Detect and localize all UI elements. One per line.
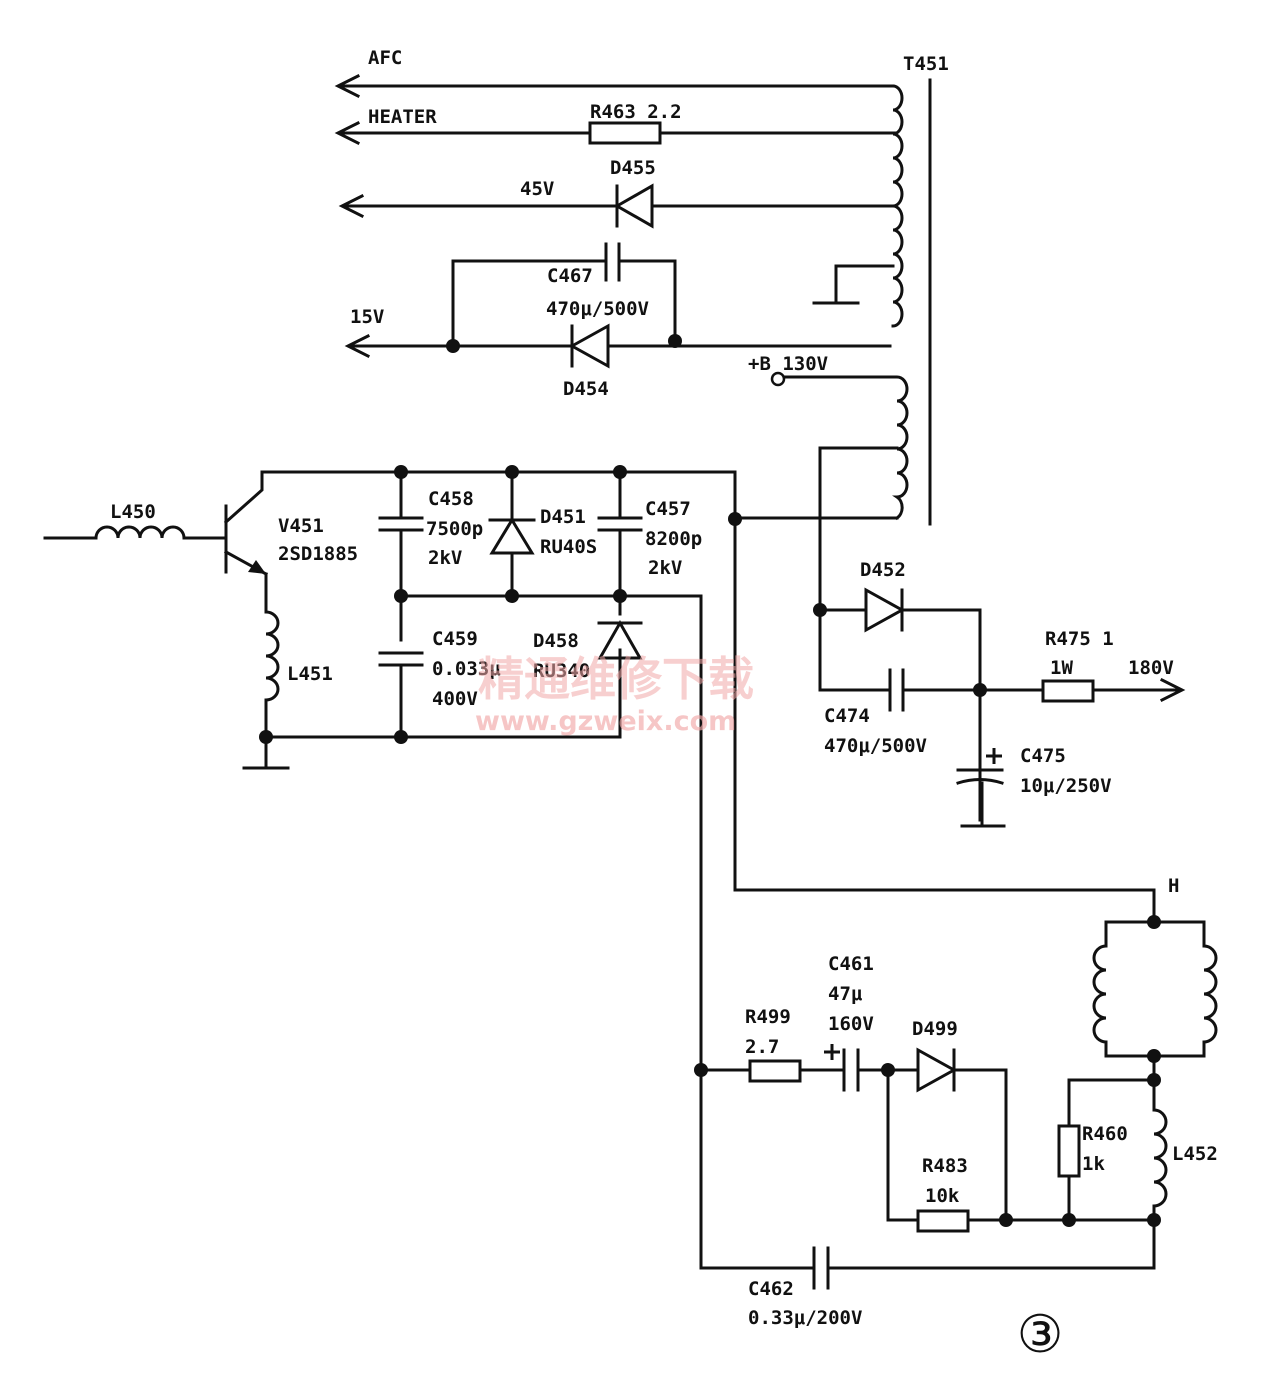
label-c457: C457 bbox=[645, 498, 691, 520]
v180-output bbox=[1091, 677, 1186, 703]
label-r483: R483 bbox=[922, 1155, 968, 1177]
junction-dot bbox=[446, 339, 460, 353]
label-r483-value: 10k bbox=[925, 1185, 960, 1207]
label-c458-voltage: 2kV bbox=[428, 547, 462, 569]
r499-resistor bbox=[748, 1059, 802, 1083]
label-c461-voltage: 160V bbox=[828, 1013, 874, 1035]
label-c474: C474 bbox=[824, 705, 870, 727]
c474-capacitor bbox=[818, 668, 1045, 712]
junction-dot bbox=[259, 730, 273, 744]
label-b130v: +B 130V bbox=[748, 353, 828, 375]
label-heater: HEATER bbox=[368, 106, 437, 128]
d451-diode bbox=[488, 470, 536, 598]
label-c459-voltage: 400V bbox=[432, 688, 478, 710]
label-c467: C467 bbox=[547, 265, 593, 287]
label-v451: V451 bbox=[278, 515, 324, 537]
label-l452: L452 bbox=[1172, 1143, 1218, 1165]
label-r475-power: 1W bbox=[1050, 657, 1073, 679]
heater-output bbox=[334, 120, 897, 146]
v45-output bbox=[338, 183, 896, 229]
junction-dot bbox=[694, 1063, 708, 1077]
label-d452: D452 bbox=[860, 559, 906, 581]
label-c459-value: 0.033μ bbox=[432, 658, 501, 680]
c459-capacitor bbox=[378, 651, 424, 739]
label-45v: 45V bbox=[520, 178, 554, 200]
label-c475-value: 10μ/250V bbox=[1020, 775, 1112, 797]
label-l450: L450 bbox=[110, 501, 156, 523]
junction-dot bbox=[394, 589, 408, 603]
label-c462: C462 bbox=[748, 1278, 794, 1300]
l452-inductor bbox=[1152, 1108, 1168, 1270]
h-yoke-coils bbox=[1092, 920, 1218, 1058]
label-c457-value: 8200p bbox=[645, 528, 702, 550]
label-c461: C461 bbox=[828, 953, 874, 975]
junction-dot bbox=[668, 334, 682, 348]
label-15v: 15V bbox=[350, 306, 384, 328]
label-d499: D499 bbox=[912, 1018, 958, 1040]
junction-dot bbox=[394, 730, 408, 744]
r463-resistor bbox=[588, 121, 662, 145]
label-d458: D458 bbox=[533, 630, 579, 652]
r460-resistor bbox=[1057, 1078, 1156, 1222]
label-r499-value: 2.7 bbox=[745, 1036, 779, 1058]
junction-dot bbox=[505, 465, 519, 479]
c475-capacitor bbox=[956, 748, 1006, 828]
label-d455: D455 bbox=[610, 157, 656, 179]
label-c457-voltage: 2kV bbox=[648, 557, 682, 579]
label-r463: R463 2.2 bbox=[590, 101, 682, 123]
label-c461-value: 47μ bbox=[828, 983, 863, 1005]
d454-diode bbox=[568, 323, 610, 369]
label-c458: C458 bbox=[428, 488, 474, 510]
junction-dot bbox=[613, 589, 627, 603]
label-c475: C475 bbox=[1020, 745, 1066, 767]
label-d458-part: RU340 bbox=[533, 660, 590, 682]
v451-transistor bbox=[223, 470, 737, 614]
b130-terminal bbox=[770, 371, 786, 387]
label-r499: R499 bbox=[745, 1006, 791, 1028]
junction-dot bbox=[813, 603, 827, 617]
label-r460-value: 1k bbox=[1082, 1153, 1105, 1175]
label-afc: AFC bbox=[368, 47, 402, 69]
d458-diode bbox=[597, 619, 643, 660]
watermark-url: www.gzweix.com bbox=[475, 706, 736, 737]
r475-resistor bbox=[1041, 679, 1095, 703]
label-c459: C459 bbox=[432, 628, 478, 650]
d499-diode bbox=[916, 1047, 1008, 1222]
label-c474-value: 470μ/500V bbox=[824, 735, 927, 757]
label-h: H bbox=[1168, 875, 1179, 897]
d455-diode bbox=[613, 183, 654, 229]
junction-dot bbox=[394, 465, 408, 479]
junction-dot bbox=[728, 512, 742, 526]
c461-capacitor bbox=[798, 1044, 920, 1092]
c462-capacitor bbox=[699, 1246, 1156, 1290]
label-r475: R475 1 bbox=[1045, 628, 1114, 650]
l450-inductor bbox=[43, 525, 228, 540]
v15-output bbox=[344, 242, 892, 369]
label-d451-part: RU40S bbox=[540, 536, 597, 558]
label-v451-part: 2SD1885 bbox=[278, 543, 358, 565]
junction-dot bbox=[505, 589, 519, 603]
label-d451: D451 bbox=[540, 506, 586, 528]
label-l451: L451 bbox=[287, 663, 333, 685]
watermark-text: 精通维修下载 bbox=[478, 652, 754, 706]
figure-number: ③ bbox=[1017, 1305, 1064, 1365]
label-d454: D454 bbox=[563, 378, 609, 400]
afc-output bbox=[334, 73, 895, 99]
label-t451: T451 bbox=[903, 53, 949, 75]
d452-diode bbox=[818, 587, 982, 822]
l451-inductor bbox=[242, 610, 290, 770]
label-r460: R460 bbox=[1082, 1123, 1128, 1145]
label-180v: 180V bbox=[1128, 657, 1174, 679]
label-c467-value: 470μ/500V bbox=[546, 298, 649, 320]
label-c458-value: 7500p bbox=[426, 518, 483, 540]
label-c462-value: 0.33μ/200V bbox=[748, 1307, 862, 1329]
junction-dot bbox=[613, 465, 627, 479]
c458-capacitor bbox=[378, 470, 424, 642]
junction-dot bbox=[973, 683, 987, 697]
r483-resistor bbox=[886, 1068, 1008, 1233]
